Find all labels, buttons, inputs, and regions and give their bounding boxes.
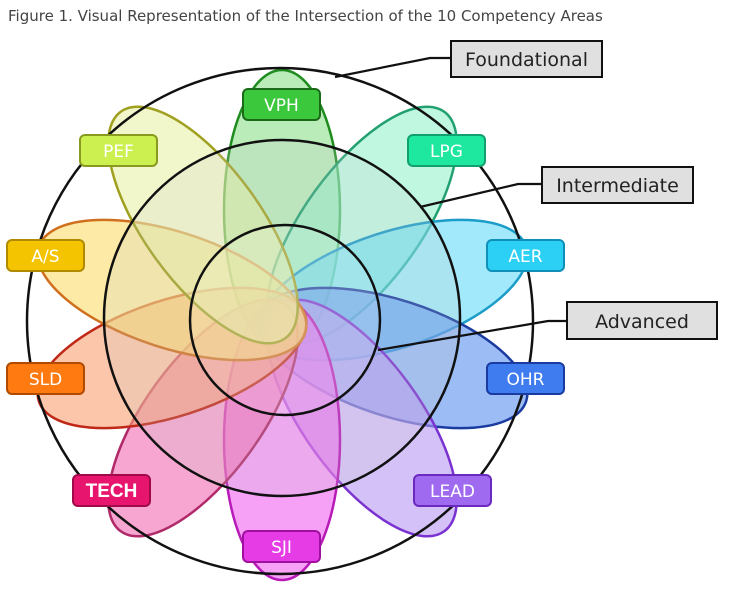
tag-aer-label: AER [508,247,542,267]
tag-lpg-label: LPG [430,142,463,162]
advanced-label-box: Advanced [566,301,718,340]
foundational-label: Foundational [465,49,588,71]
tag-as-bg [6,239,85,272]
petal-pef [107,105,299,345]
tag-as-label: A/S [31,247,59,267]
intermediate-circle [102,138,462,498]
advanced-label: Advanced [595,311,689,333]
intermediate-label-box: Intermediate [541,166,694,204]
foundational-leader-line [334,56,451,79]
tag-vph-label: VPH [264,96,299,116]
tag-sld-label: SLD [29,370,62,390]
tag-sld-bg [6,362,85,395]
foundational-circle [25,66,535,576]
tag-ohr-label: OHR [507,370,545,390]
tag-tech: TECH [72,474,151,507]
tag-tech-bg [72,474,151,507]
tag-pef-bg [79,134,158,167]
foundational-label-box: Foundational [450,40,603,78]
tag-lpg-bg [407,134,486,167]
tag-pef-label: PEF [103,142,134,162]
tag-sld: SLD [6,362,85,395]
tag-lead-label: LEAD [430,482,475,502]
tag-ohr: OHR [486,362,565,395]
tag-vph-bg [242,88,321,121]
tag-lead-bg [413,474,492,507]
tag-tech-label: TECH [86,481,138,502]
intermediate-label: Intermediate [556,175,679,197]
tag-lead: LEAD [413,474,492,507]
tag-sji: SJI [242,530,321,563]
tag-vph: VPH [242,88,321,121]
tag-sji-bg [242,530,321,563]
tag-aer: AER [486,239,565,272]
tag-pef: PEF [79,134,158,167]
tag-ohr-bg [486,362,565,395]
tag-sji-label: SJI [271,538,292,558]
tag-aer-bg [486,239,565,272]
tag-lpg: LPG [407,134,486,167]
advanced-leader-line [377,319,567,352]
intermediate-leader-line [419,182,542,209]
figure-caption: Figure 1. Visual Representation of the I… [8,7,603,25]
advanced-circle [188,223,382,417]
tag-as: A/S [6,239,85,272]
